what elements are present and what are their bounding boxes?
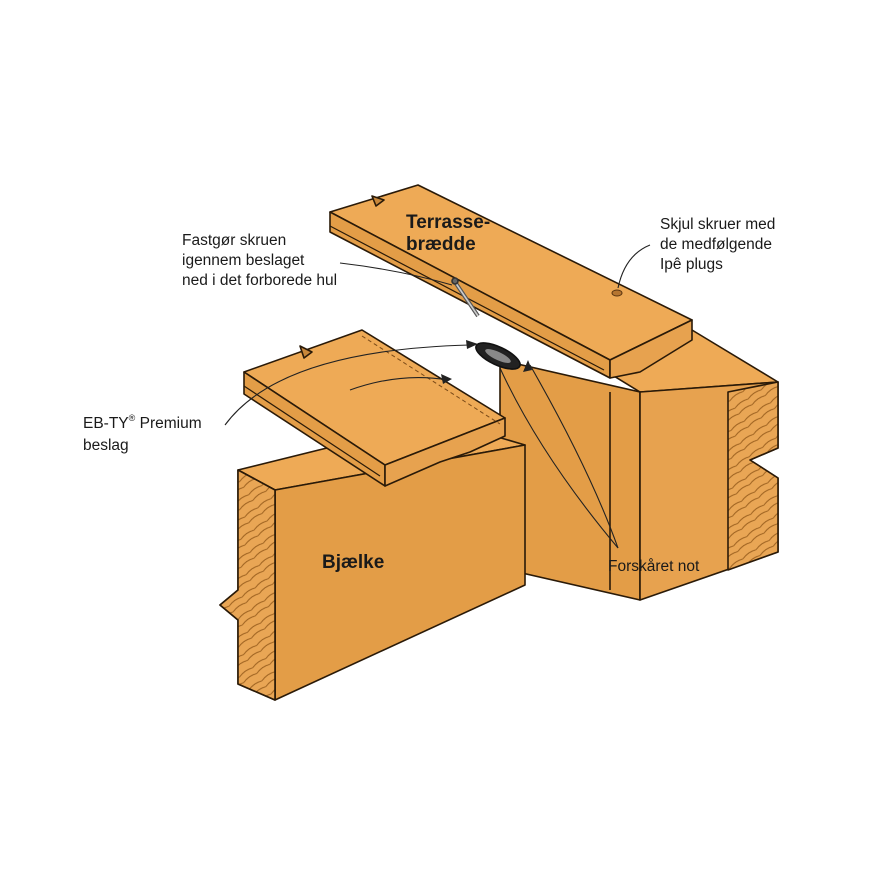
- label-joist: Bjælke: [322, 552, 385, 573]
- leader-clip-2: [349, 377, 449, 391]
- leader-plugs: [617, 244, 651, 289]
- leader-groove-1: [529, 364, 619, 549]
- front-board-end: [384, 417, 506, 487]
- label-hide-screws: Skjul skruer med de medfølgende Ipê plug…: [660, 216, 776, 273]
- label-clip-line2: beslag: [83, 437, 129, 454]
- label-clip-name: EB-TY: [83, 415, 129, 432]
- arrowheads: [441, 340, 532, 384]
- front-joist-end-grain: [219, 469, 276, 701]
- ipe-plug: [611, 289, 623, 297]
- back-deck-board: [329, 184, 693, 379]
- back-board-tongue: [371, 195, 385, 207]
- leader-clip: [224, 344, 471, 426]
- back-joist: [499, 329, 779, 601]
- eb-ty-clip: [475, 342, 521, 370]
- leader-fasten: [339, 262, 453, 286]
- leader-lines: [224, 244, 651, 549]
- label-groove: Forskåret not: [608, 558, 700, 575]
- screw: [451, 277, 480, 318]
- label-deck-board: Terrasse- brædde: [406, 212, 491, 255]
- label-clip-mark: ®: [128, 413, 136, 423]
- leader-groove-2: [499, 367, 619, 549]
- arrow-clip: [466, 340, 478, 349]
- arrow-clip-2: [441, 374, 452, 384]
- label-fasten-screw: Fastgør skruen igennem beslaget ned i de…: [182, 232, 338, 289]
- arrow-groove: [523, 360, 532, 372]
- label-clip-rest: Premium: [135, 415, 202, 432]
- front-joist-side: [274, 444, 526, 701]
- front-board-dashed-groove: [361, 335, 501, 425]
- back-joist-end-grain: [727, 381, 779, 571]
- back-board-end: [609, 319, 693, 379]
- back-board-top: [329, 184, 693, 361]
- front-board-groove: [243, 385, 381, 477]
- front-deck-board: [243, 329, 506, 487]
- label-clip: EB-TY® Premium: [83, 414, 202, 434]
- front-board-tongue: [299, 345, 313, 359]
